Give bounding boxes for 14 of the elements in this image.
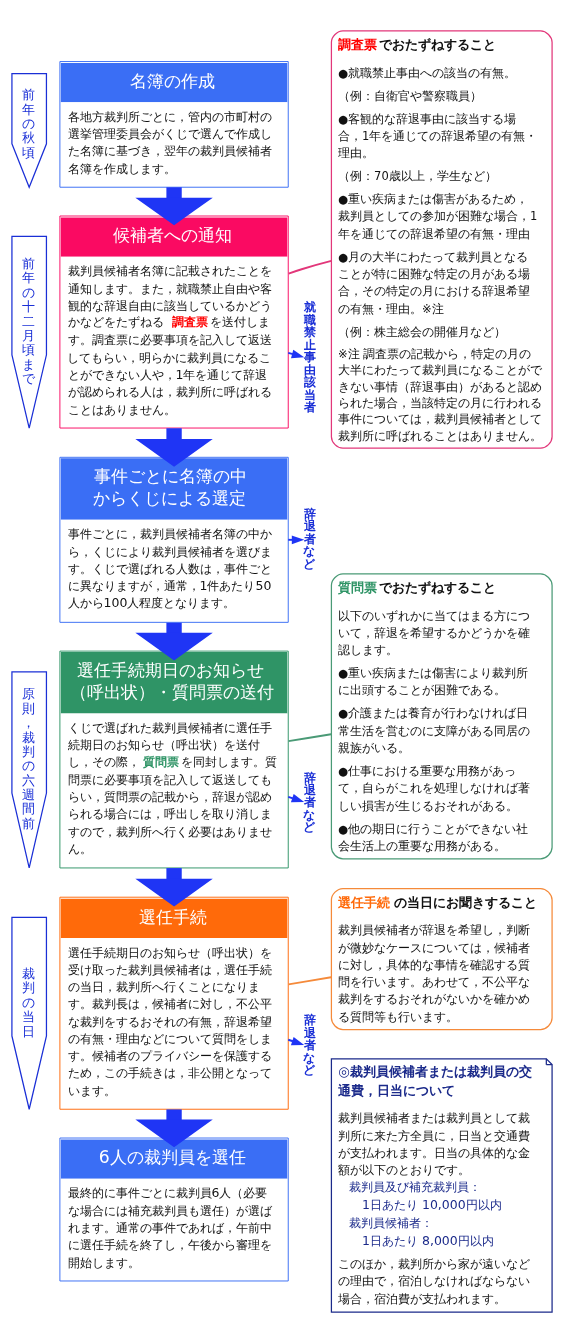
connector [287,732,333,742]
arrow [135,867,213,906]
node-text: 辞退者など [303,505,316,571]
arrow [135,427,213,467]
node-box: 質問票でおたずねすること 以下のいずれかに当てはまる方について，辞退を希望するかどうかを確認します。 ●重い疾病または傷害により裁判所に出頭することが困難である。 ●介護または養育が行わなければ日常生活を営むのに支障がある同居の親族がいる。 ●仕事における重要な用務があって，自らがこれを処理しなければ著しい損害が生じるおそれがある。 ●他の期日に行うことができない社会生活上の重要な用務がある。 [330,572,553,859]
node-text: 就職禁止事由該当者 [303,298,316,414]
arrow [287,793,305,802]
node-box: 選任手続の当日にお聞きすること 裁判員候補者が辞退を希望し，判断が微妙なケースについては，候補者に対し，具体的な事情を確認する質問を行います。あわせて，不公平な裁判をするおそれがないかを確かめる質問等も行います。 [330,887,553,1030]
node-text: 辞退者など [303,1011,316,1077]
arrow [287,534,305,544]
connector [287,975,333,985]
node-text: 辞退者など [303,769,316,834]
connector [287,259,333,274]
node-box: 調査票でおたずねすること ●就職禁止事由への該当の有無。 （例：自衛官や警察職員） ●客観的な辞退事由に該当する場合，1年を通じての辞退希望の有無・理由。 （例：70歳以上，学生など） ●重い疾病または傷害があるため，裁判員としての参加が困難な場合，1年を通じての辞退希望の有無・理由 ●月の大半にわたって裁判員となることが特に困難な特定の月がある場合，その特定の月における辞退希望の有無・理由。※注 （例：株主総会の開催月など） ※注 調査票の記載から，特定の月の大半にわたって裁判員になることができない事情（辞退事由）があると認められた場合，当該特定の月に行われる事件については，裁判員候補者として裁判所に呼ばれることはありません。 [330,29,553,449]
